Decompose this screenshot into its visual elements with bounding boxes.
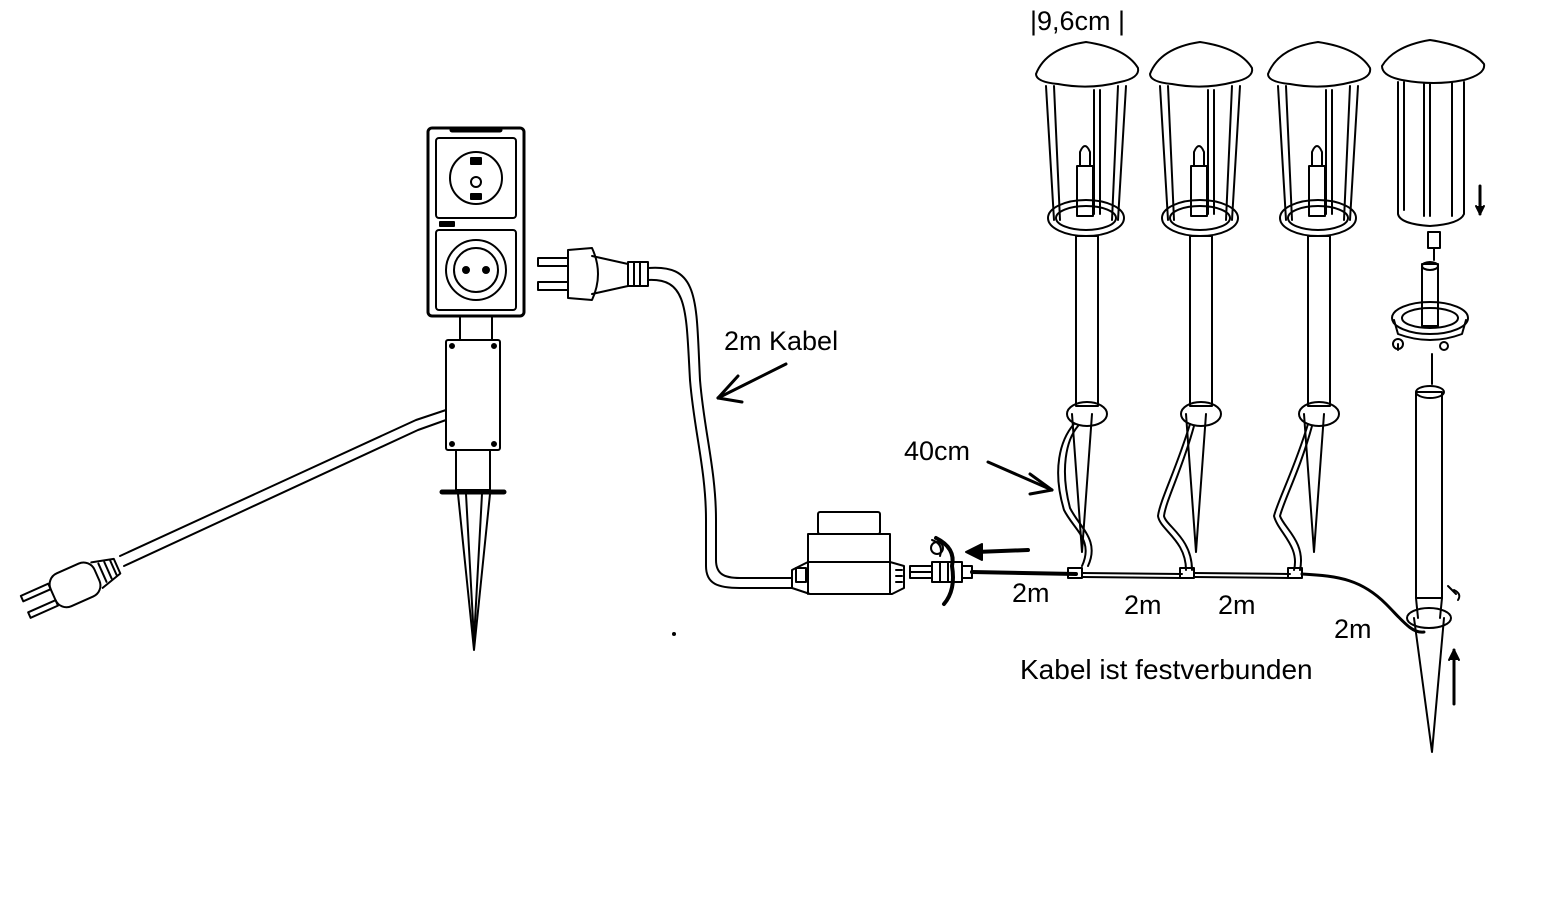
garden-lamp-4-exploded [1381,39,1486,753]
connect-direction-arrow-icon [965,543,1030,561]
segment-4-label: 2m [1334,614,1372,644]
lamp-width-label: |9,6cm | [1030,6,1126,36]
stray-mark [672,632,676,636]
segment-3-label: 2m [1218,590,1256,620]
garden-lamp-3 [1267,41,1372,571]
mains-plug-icon [19,557,122,619]
lead-length-pointer-icon [986,460,1054,496]
supply-plug-icon [537,247,649,301]
transformer [791,511,905,595]
supply-cable-pointer-icon [716,362,788,404]
garden-lamp-1 [1035,41,1140,567]
mains-cable [119,409,447,567]
main-wire [970,567,1426,634]
supply-cable [647,266,793,589]
segment-2-label: 2m [1124,590,1162,620]
garden-lamp-2 [1149,41,1254,571]
lead-length-label: 40cm [904,436,971,466]
supply-cable-label: 2m Kabel [724,326,839,356]
screw-connector-icon [909,536,973,606]
fixed-cable-note: Kabel ist festverbunden [1020,654,1313,685]
socket-stake [426,126,526,651]
segment-1-label: 2m [1012,578,1050,608]
